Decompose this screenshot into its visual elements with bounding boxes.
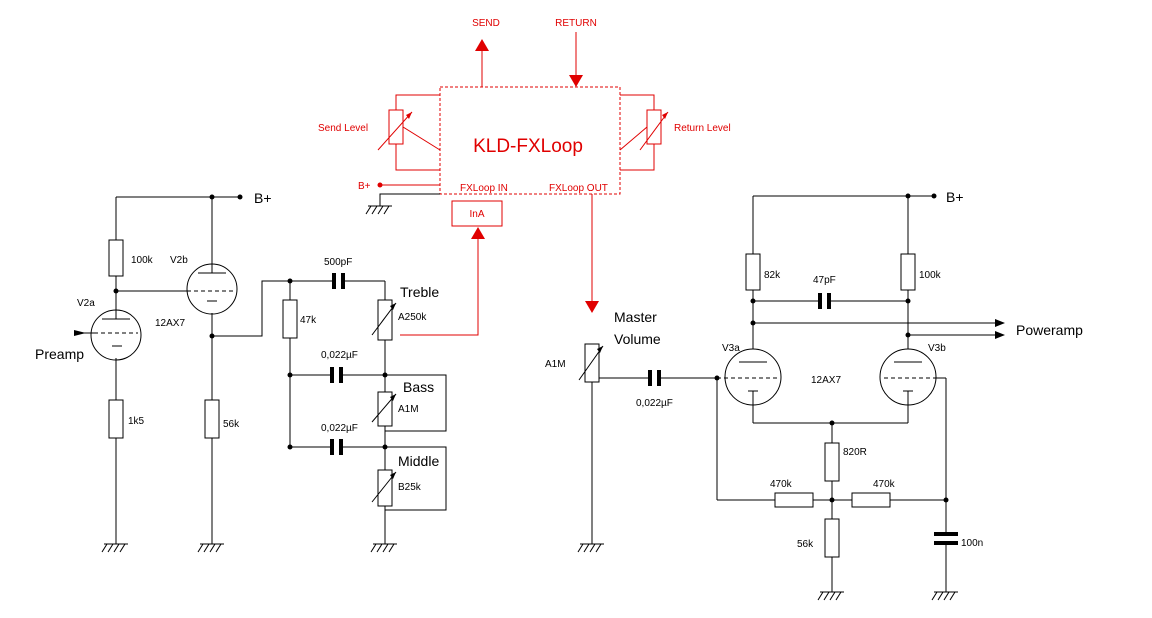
r-820r-label: 820R bbox=[843, 447, 867, 458]
r-470k-right-label: 470k bbox=[873, 479, 896, 490]
r-56k-pi-label: 56k bbox=[797, 539, 814, 550]
middle-pot bbox=[371, 469, 397, 507]
c-bass-label: 0,022µF bbox=[321, 350, 358, 361]
r-82k bbox=[745, 253, 761, 291]
r-100k-preamp bbox=[108, 239, 124, 277]
fxloop-title: KLD-FXLoop bbox=[473, 136, 583, 157]
r-820r bbox=[824, 442, 840, 482]
tonestack-ground-icon bbox=[370, 543, 397, 553]
pi-ground-1-icon bbox=[817, 591, 844, 601]
c-100n bbox=[934, 532, 958, 536]
master-label-1: Master bbox=[614, 309, 657, 325]
v2b-label: V2b bbox=[170, 255, 188, 266]
v3b-label: V3b bbox=[928, 343, 946, 354]
bass-label: Bass bbox=[403, 379, 434, 395]
master-pot-label: A1M bbox=[545, 359, 566, 370]
master-ground-icon bbox=[577, 543, 604, 553]
master-section: Master Volume A1M 0,022µF bbox=[545, 309, 720, 553]
preamp-section: B+ 100k V2a Preamp 1k5 bbox=[35, 190, 290, 553]
tube-v3a bbox=[717, 348, 782, 406]
fx-in-label: FXLoop IN bbox=[460, 183, 508, 194]
master-pot bbox=[578, 343, 605, 383]
r-100k-preamp-label: 100k bbox=[131, 255, 154, 266]
return-level-label: Return Level bbox=[674, 123, 731, 134]
fx-in-wire bbox=[400, 227, 485, 336]
r-47k bbox=[282, 299, 298, 339]
ina-label: InA bbox=[469, 209, 484, 220]
pi-section: B+ 82k 100k 47pF Poweramp V3a bbox=[716, 189, 1083, 601]
c-master-label: 0,022µF bbox=[636, 398, 673, 409]
r-1k5 bbox=[108, 399, 124, 439]
c-100n-label: 100n bbox=[961, 538, 983, 549]
r-470k-right bbox=[851, 492, 891, 508]
bass-pot-label: A1M bbox=[398, 404, 419, 415]
v3a-label: V3a bbox=[722, 343, 740, 354]
return-level-pot bbox=[619, 94, 669, 171]
tube-v2b bbox=[186, 263, 238, 315]
r-470k-left-label: 470k bbox=[770, 479, 793, 490]
pi-tube-type-label: 12AX7 bbox=[811, 375, 841, 386]
bplus-dot-preamp bbox=[237, 194, 243, 200]
treble-label: Treble bbox=[400, 284, 439, 300]
c-47pf-label: 47pF bbox=[813, 275, 836, 286]
treble-pot-label: A250k bbox=[398, 312, 427, 323]
send-label: SEND bbox=[472, 18, 500, 29]
bplus-dot-pi bbox=[931, 193, 937, 199]
send-level-pot bbox=[377, 94, 441, 171]
master-label-2: Volume bbox=[614, 331, 661, 347]
fxloop-module: KLD-FXLoop SEND RETURN Send Level Return… bbox=[318, 18, 731, 336]
tonestack-section: 500pF 47k Treble A250k 0,022µF bbox=[282, 257, 447, 553]
c-master bbox=[648, 370, 652, 386]
preamp-label: Preamp bbox=[35, 346, 84, 362]
treble-pot bbox=[371, 299, 397, 341]
preamp-ground-2-icon bbox=[197, 543, 224, 553]
pi-bplus-label: B+ bbox=[946, 189, 964, 205]
fx-ground-wire bbox=[379, 193, 440, 206]
fx-bplus-label: B+ bbox=[358, 181, 371, 192]
r-1k5-label: 1k5 bbox=[128, 416, 145, 427]
v2a-label: V2a bbox=[77, 298, 95, 309]
preamp-bplus-label: B+ bbox=[254, 190, 272, 206]
fx-out-label: FXLoop OUT bbox=[549, 183, 608, 194]
tube-v2a bbox=[74, 309, 142, 361]
c-500pf bbox=[332, 273, 336, 289]
return-label: RETURN bbox=[555, 18, 597, 29]
c-47pf bbox=[818, 293, 822, 309]
c-bass bbox=[330, 367, 334, 383]
r-56k-preamp-label: 56k bbox=[223, 419, 240, 430]
r-470k-left bbox=[774, 492, 814, 508]
middle-pot-label: B25k bbox=[398, 482, 422, 493]
c-mid-label: 0,022µF bbox=[321, 423, 358, 434]
fxloop-box bbox=[439, 86, 621, 195]
pi-ground-2-icon bbox=[931, 591, 958, 601]
preamp-tube-type-label: 12AX7 bbox=[155, 318, 185, 329]
r-100k-pi bbox=[900, 253, 916, 291]
send-level-label: Send Level bbox=[318, 123, 368, 134]
preamp-ground-1-icon bbox=[101, 543, 128, 553]
r-47k-label: 47k bbox=[300, 315, 317, 326]
r-56k-preamp bbox=[204, 399, 220, 439]
r-82k-label: 82k bbox=[764, 270, 781, 281]
c-500pf-label: 500pF bbox=[324, 257, 352, 268]
bass-pot bbox=[371, 391, 397, 427]
ina-box bbox=[451, 200, 503, 227]
fx-ground-icon bbox=[365, 205, 392, 215]
c-mid bbox=[330, 439, 334, 455]
middle-label: Middle bbox=[398, 453, 439, 469]
poweramp-label: Poweramp bbox=[1016, 322, 1083, 338]
r-100k-pi-label: 100k bbox=[919, 270, 942, 281]
tube-v3b bbox=[879, 348, 946, 406]
r-56k-pi bbox=[824, 518, 840, 558]
